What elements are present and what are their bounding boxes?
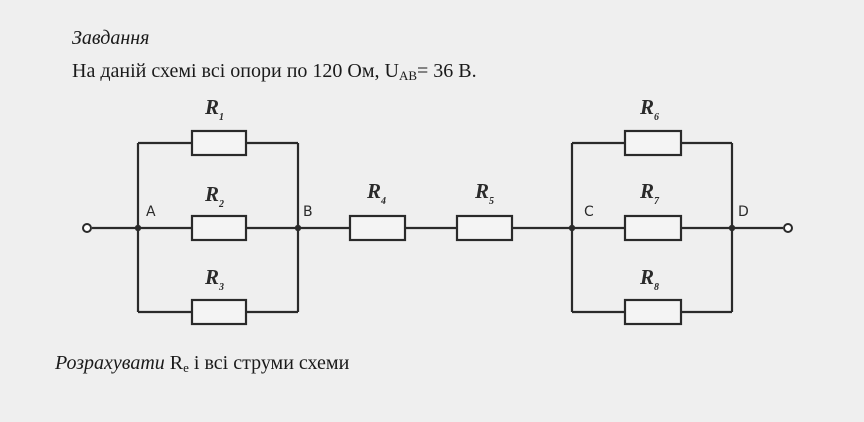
resistor-r5 xyxy=(455,214,514,242)
node-c-dot xyxy=(568,224,576,232)
problem-statement: На даній схемі всі опори по 120 Ом, UAB=… xyxy=(72,60,477,84)
resistor-r6 xyxy=(623,129,683,157)
task-instruction: Розрахувати Re і всі струми схеми xyxy=(55,352,349,376)
statement-value: = 36 В. xyxy=(417,60,477,82)
resistor-r8 xyxy=(623,298,683,326)
r6-label: R6 xyxy=(639,95,659,123)
node-d-dot xyxy=(728,224,736,232)
r5-label: R5 xyxy=(474,179,494,207)
terminal-left xyxy=(82,223,92,233)
resistor-r4 xyxy=(348,214,407,242)
resistor-r2 xyxy=(190,214,248,242)
terminal-right xyxy=(783,223,793,233)
task-text: і всі струми схеми xyxy=(188,352,350,374)
node-c-label: C xyxy=(584,204,594,220)
statement-text: На даній схемі всі опори по 120 Ом, U xyxy=(72,60,399,82)
task-subscript: e xyxy=(183,360,189,375)
r3-label: R3 xyxy=(204,265,224,293)
resistor-r1 xyxy=(190,129,248,157)
task-symbol: R xyxy=(164,352,184,374)
node-b-label: B xyxy=(303,204,313,220)
node-a-dot xyxy=(134,224,142,232)
r4-label: R4 xyxy=(366,179,386,207)
node-b-dot xyxy=(294,224,302,232)
node-d-label: D xyxy=(738,204,749,220)
voltage-subscript: AB xyxy=(398,68,418,83)
resistor-r3 xyxy=(190,298,248,326)
task-verb: Розрахувати xyxy=(55,352,165,374)
r2-label: R2 xyxy=(204,182,224,210)
r8-label: R8 xyxy=(639,265,659,293)
r1-label: R1 xyxy=(204,95,224,123)
node-a-label: A xyxy=(146,204,156,220)
task-heading: Завдання xyxy=(72,27,150,49)
resistor-r7 xyxy=(623,214,683,242)
r7-label: R7 xyxy=(639,179,660,207)
